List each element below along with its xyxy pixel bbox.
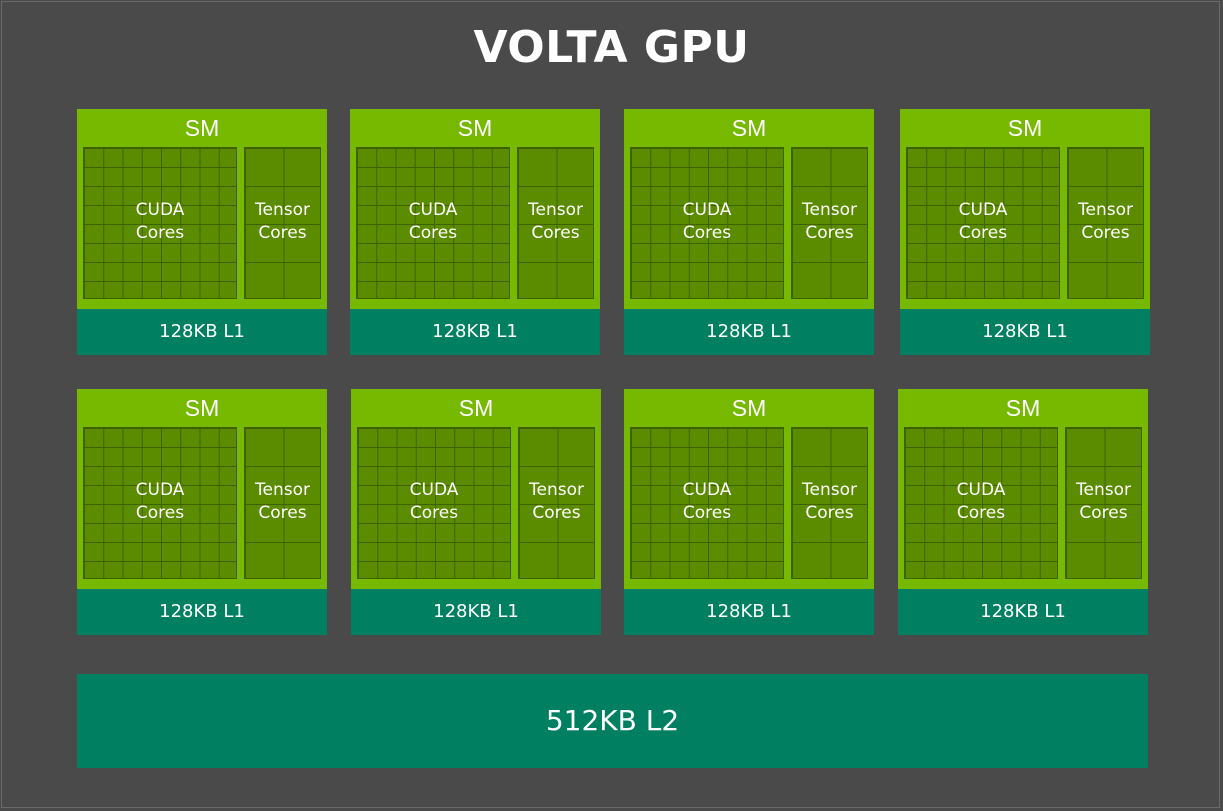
tensor-label-line2: Cores [805,223,854,244]
tensor-label-line2: Cores [532,503,581,524]
cuda-label-line1: CUDA [408,200,458,221]
sm-label: SM [184,395,220,421]
l2-cache: 512KB L2 [77,674,1148,768]
cuda-label-line1: CUDA [956,480,1006,501]
l1-cache: 128KB L1 [624,589,874,635]
cuda-label-line2: Cores [956,503,1006,524]
tensor-label-line1: Tensor [529,480,584,501]
l1-cache: 128KB L1 [898,589,1148,635]
tensor-label-line2: Cores [1081,223,1130,244]
sm-label: SM [457,115,493,141]
sm-label: SM [1005,395,1041,421]
l1-cache: 128KB L1 [350,309,600,355]
sm-label: SM [184,115,220,141]
cuda-label-line2: Cores [135,223,185,244]
l1-cache: 128KB L1 [77,589,327,635]
tensor-label-line1: Tensor [528,200,583,221]
cuda-label-line1: CUDA [682,200,732,221]
tensor-label-line1: Tensor [1078,200,1133,221]
sm-label: SM [731,115,767,141]
tensor-label-line2: Cores [258,503,307,524]
sm-label: SM [1007,115,1043,141]
sm-label: SM [731,395,767,421]
tensor-label-line1: Tensor [1076,480,1131,501]
cuda-label-line2: Cores [958,223,1008,244]
l1-cache: 128KB L1 [77,309,327,355]
cuda-label-line1: CUDA [135,200,185,221]
diagram-title: VOLTA GPU [473,22,750,73]
tensor-label-line2: Cores [531,223,580,244]
cuda-label-line2: Cores [409,503,459,524]
cuda-label-line1: CUDA [409,480,459,501]
tensor-label-line1: Tensor [802,200,857,221]
cuda-label-line2: Cores [408,223,458,244]
cuda-label-line1: CUDA [958,200,1008,221]
tensor-label-line1: Tensor [255,200,310,221]
l1-cache: 128KB L1 [900,309,1150,355]
cuda-label-line1: CUDA [135,480,185,501]
tensor-label-line2: Cores [1079,503,1128,524]
cuda-label-line1: CUDA [682,480,732,501]
cuda-label-line2: Cores [682,503,732,524]
sm-label: SM [458,395,494,421]
tensor-label-line1: Tensor [802,480,857,501]
l1-cache: 128KB L1 [351,589,601,635]
cuda-label-line2: Cores [682,223,732,244]
tensor-label-line2: Cores [805,503,854,524]
l1-cache: 128KB L1 [624,309,874,355]
cuda-label-line2: Cores [135,503,185,524]
tensor-label-line1: Tensor [255,480,310,501]
tensor-label-line2: Cores [258,223,307,244]
